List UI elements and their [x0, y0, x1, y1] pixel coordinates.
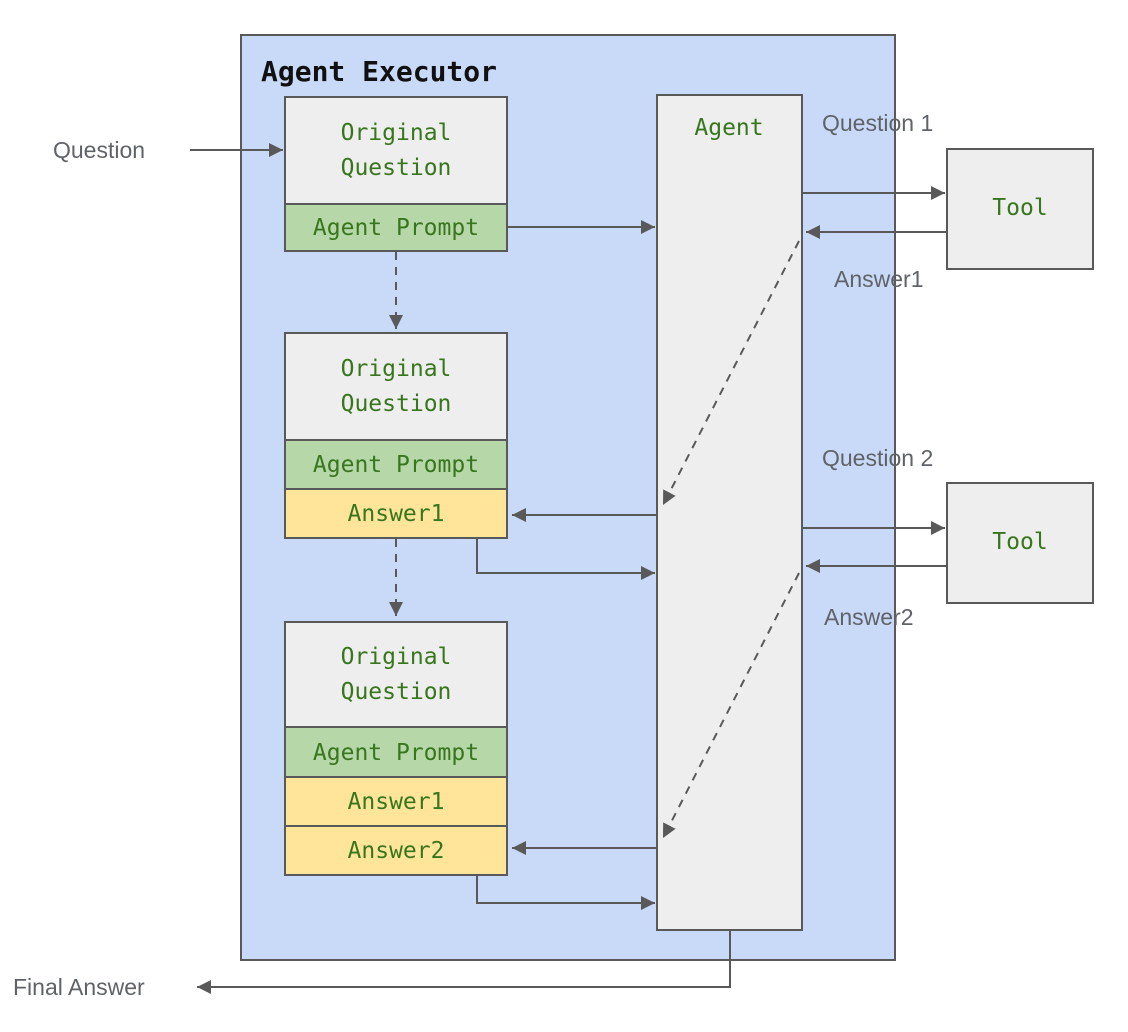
tool-box-1-label: Tool [992, 195, 1047, 221]
original-question-line2: Question [341, 391, 452, 417]
answer1-dashed-arrow [662, 240, 800, 506]
question1-label: Question 1 [822, 110, 933, 136]
original-question-line1: Original [341, 120, 452, 146]
original-question-box-2 [284, 332, 508, 441]
stack3-to-agent-arrow [476, 875, 655, 910]
memory-stack-3: Original Question Agent Prompt Answer1 A… [284, 621, 508, 876]
question2-label: Question 2 [822, 445, 933, 471]
original-question-box-3 [284, 621, 508, 728]
agent-prompt-box-1 [284, 203, 508, 252]
final-answer-arrow [197, 930, 731, 994]
memory-stack-2: Original Question Agent Prompt Answer1 [284, 332, 508, 539]
answer1-label-stack3: Answer1 [348, 789, 445, 815]
memory-stack-1: Original Question Agent Prompt [284, 96, 508, 252]
original-question-box-1 [284, 96, 508, 205]
original-question-line1: Original [341, 644, 452, 670]
agent-prompt-label-2: Agent Prompt [313, 452, 479, 478]
final-answer-label: Final Answer [13, 974, 145, 1000]
tool-box-2 [946, 482, 1094, 604]
tool-box-2-label: Tool [992, 529, 1047, 555]
original-question-line2: Question [341, 679, 452, 705]
answer1-box-stack3 [284, 776, 508, 827]
answer2-label-stack3: Answer2 [348, 838, 445, 864]
agent-box [656, 94, 803, 931]
original-question-line2: Question [341, 155, 452, 181]
question-in-label: Question [53, 137, 145, 163]
agent-box-label: Agent [694, 115, 763, 141]
agent-prompt-label-3: Agent Prompt [313, 740, 479, 766]
answer1-label-stack2: Answer1 [348, 501, 445, 527]
diagram-title: Agent Executor [261, 55, 497, 88]
answer2-box-stack3 [284, 825, 508, 876]
tool-box-1 [946, 148, 1094, 270]
answer2-label: Answer2 [824, 604, 913, 630]
answer2-dashed-arrow [662, 572, 800, 839]
agent-prompt-label-1: Agent Prompt [313, 215, 479, 241]
answer1-label: Answer1 [834, 266, 923, 292]
stack2-to-agent-arrow [476, 538, 655, 580]
original-question-line1: Original [341, 356, 452, 382]
answer1-box-stack2 [284, 488, 508, 539]
